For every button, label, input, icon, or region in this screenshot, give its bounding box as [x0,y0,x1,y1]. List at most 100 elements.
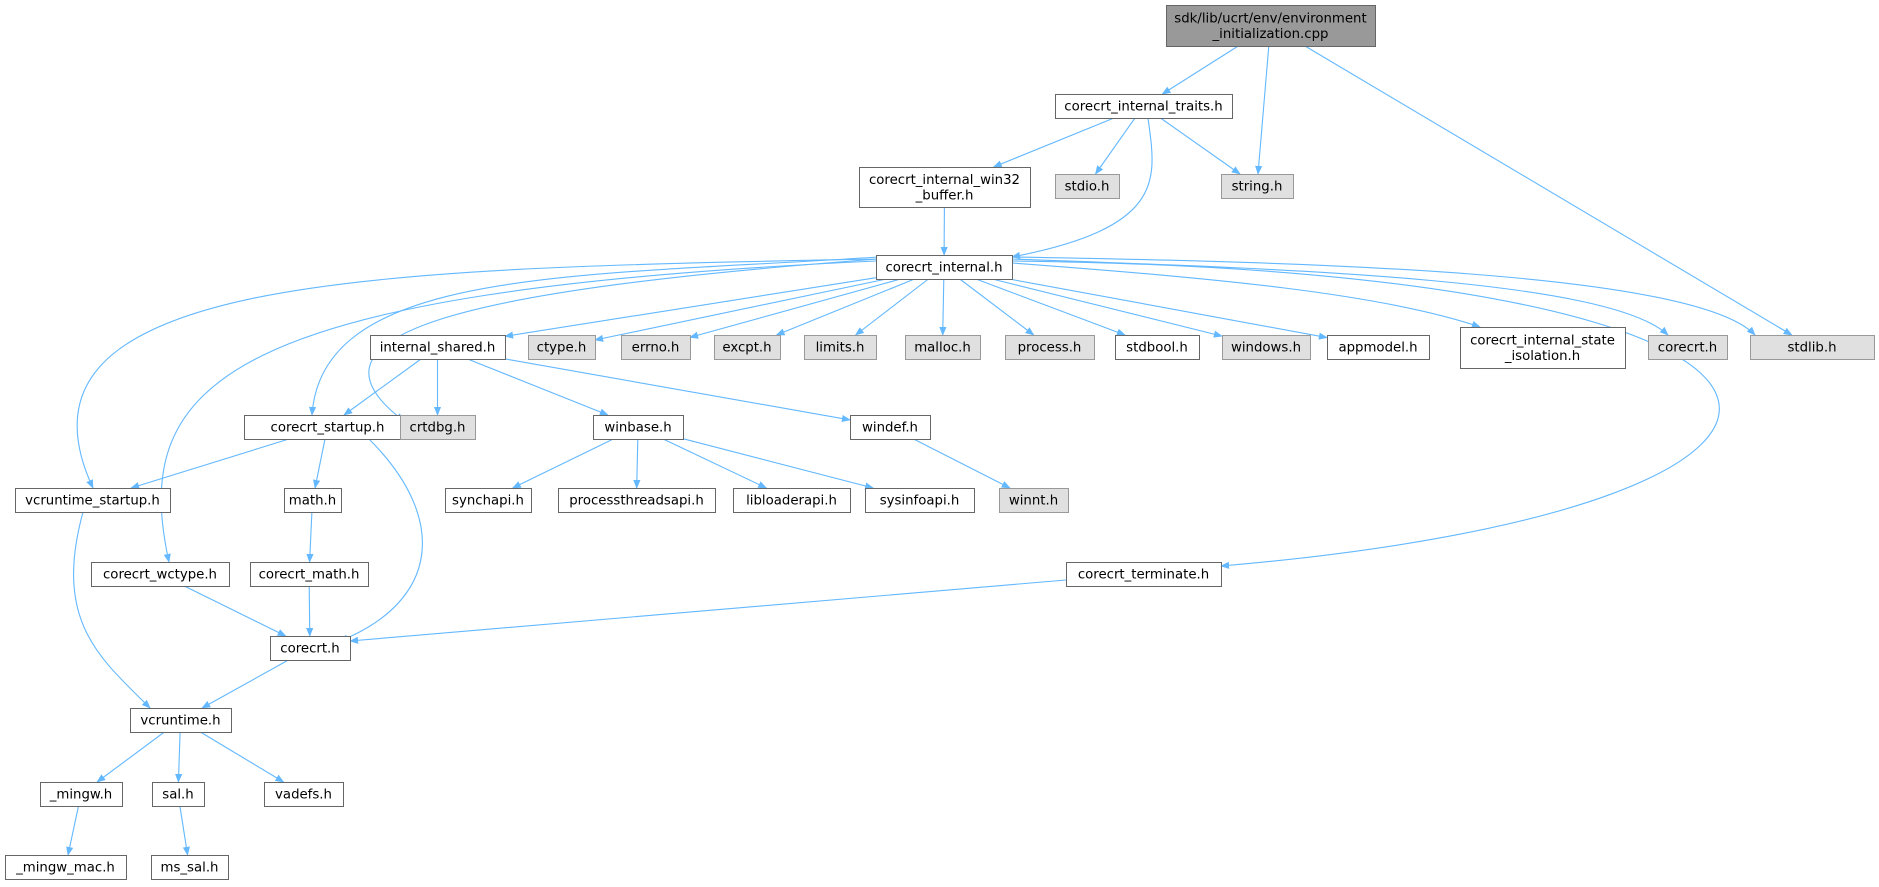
node-label: process.h [1018,341,1082,356]
edge-vcruntime-to-mingw [96,731,165,783]
node-mssal[interactable]: ms_sal.h [151,855,229,880]
node-box [445,488,532,513]
edge-env_init-to-traits [1161,45,1239,95]
node-terminate[interactable]: corecrt_terminate.h [1066,562,1222,587]
node-label: string.h [1232,180,1283,195]
node-box [1648,335,1728,360]
node-box [1327,335,1430,360]
node-windef[interactable]: windef.h [850,415,931,440]
node-libloader[interactable]: libloaderapi.h [733,488,851,513]
edge-winbase-to-procthreads [633,438,641,489]
node-label: internal_shared.h [380,341,496,356]
node-box [244,415,412,440]
node-label: stdbool.h [1126,341,1188,356]
edge-internal-to-terminate [1011,260,1720,569]
edge-vcruntime-to-sal [175,731,183,783]
node-ctype[interactable]: ctype.h [528,335,596,360]
node-state[interactable]: corecrt_internal_state_isolation.h [1460,327,1626,369]
node-wctype[interactable]: corecrt_wctype.h [91,562,230,587]
node-crtdbg[interactable]: crtdbg.h [400,415,476,440]
edge-vcstartup-to-vcruntime [73,511,151,709]
edge-internal-to-excpt [775,278,915,336]
edges-layer [66,45,1793,856]
node-vadefs[interactable]: vadefs.h [264,782,344,807]
node-winnt[interactable]: winnt.h [999,488,1069,513]
node-sal[interactable]: sal.h [152,782,205,807]
node-process[interactable]: process.h [1005,335,1095,360]
edge-internal-to-startup [308,256,879,416]
node-box [528,335,596,360]
node-label: corecrt_terminate.h [1078,568,1209,583]
node-winbase[interactable]: winbase.h [593,415,684,440]
node-mingwmac[interactable]: _mingw_mac.h [5,855,127,880]
node-vcstartup[interactable]: vcruntime_startup.h [15,488,171,513]
node-label: appmodel.h [1338,341,1417,356]
edge-sal-to-mssal [179,805,190,856]
node-traits[interactable]: corecrt_internal_traits.h [1055,94,1233,119]
node-mingw[interactable]: _mingw.h [40,782,123,807]
node-label: excpt.h [722,341,771,356]
node-label: corecrt.h [1658,341,1717,356]
node-box [859,167,1031,208]
node-label: vcruntime_startup.h [25,494,160,509]
node-stdbool[interactable]: stdbool.h [1115,335,1200,360]
edge-internal-to-stdbool [975,278,1126,336]
node-box [152,782,205,807]
node-box [1115,335,1200,360]
node-limits[interactable]: limits.h [804,335,877,360]
node-math[interactable]: math.h [284,488,342,513]
node-box [151,855,229,880]
edge-winbase-to-libloader [662,438,768,489]
node-box [1055,174,1120,199]
edge-shared-to-windef [504,358,851,423]
node-internal[interactable]: corecrt_internal.h [876,255,1013,280]
edge-cmath-to-corecrt [306,585,314,637]
node-box [1750,335,1875,360]
node-startup[interactable]: corecrt_startup.h [244,415,412,440]
edge-internal-to-limits [854,278,929,336]
node-env_init[interactable]: sdk/lib/ucrt/env/environment_initializat… [1166,5,1376,47]
node-cmath[interactable]: corecrt_math.h [250,562,369,587]
node-excpt[interactable]: excpt.h [714,335,781,360]
node-label: corecrt_internal_traits.h [1064,100,1222,115]
node-label: sal.h [162,788,193,803]
node-procthreads[interactable]: processthreadsapi.h [558,488,716,513]
node-label: corecrt_wctype.h [103,568,217,583]
edge-internal-to-crtdbg [368,258,879,422]
edge-internal-to-vcstartup [76,258,877,489]
node-label: malloc.h [914,341,971,356]
node-stdio[interactable]: stdio.h [1055,174,1120,199]
node-vcruntime[interactable]: vcruntime.h [130,708,232,733]
node-box [250,562,369,587]
node-corecrt[interactable]: corecrt.h [270,636,351,661]
node-box [370,335,506,360]
node-box [1005,335,1095,360]
node-label: vcruntime.h [140,714,220,729]
node-label: math.h [289,494,336,509]
node-shared[interactable]: internal_shared.h [370,335,506,360]
node-sysinfo[interactable]: sysinfoapi.h [865,488,975,513]
node-appmodel[interactable]: appmodel.h [1327,335,1430,360]
node-win32buf[interactable]: corecrt_internal_win32_buffer.h [859,167,1031,208]
node-stdlib[interactable]: stdlib.h [1750,335,1875,360]
node-malloc[interactable]: malloc.h [905,335,981,360]
edge-internal-to-shared [504,277,877,339]
node-label: stdlib.h [1787,341,1836,356]
node-errno[interactable]: errno.h [621,335,691,360]
node-windows[interactable]: windows.h [1222,335,1311,360]
node-string[interactable]: string.h [1221,174,1294,199]
node-label: ms_sal.h [161,861,219,876]
node-label: ctype.h [537,341,587,356]
node-label: _mingw_mac.h [15,861,115,876]
node-label: windows.h [1231,341,1301,356]
edge-internal-to-errno [689,278,901,339]
node-box [804,335,877,360]
node-corecrt_ext[interactable]: corecrt.h [1648,335,1728,360]
node-synchapi[interactable]: synchapi.h [445,488,532,513]
edge-winbase-to-synchapi [511,438,614,489]
edge-wctype-to-corecrt [184,585,287,637]
node-box [1166,5,1376,47]
node-label: _initialization.cpp [1212,27,1329,42]
edge-math-to-cmath [306,511,314,563]
